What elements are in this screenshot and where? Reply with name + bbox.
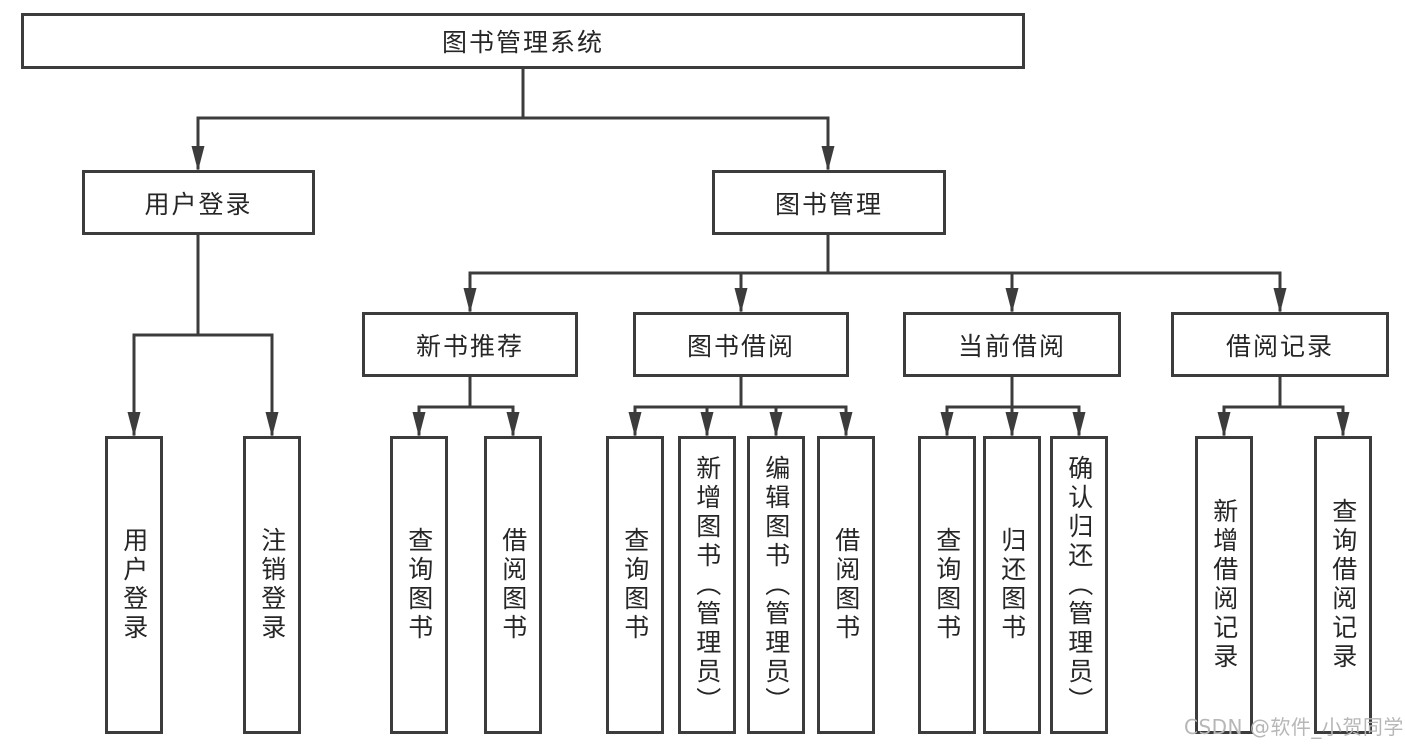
leaf-add-borrow-record-label: 新增借阅记录: [1209, 498, 1239, 672]
leaf-query-books-recommend-label: 查询图书: [404, 527, 434, 643]
leaf-query-books-borrowing-label: 查询图书: [620, 527, 650, 643]
leaf-logout: 注销登录: [243, 436, 301, 734]
node-root-label: 图书管理系统: [441, 28, 604, 57]
leaf-user-login-label: 用户登录: [119, 527, 149, 643]
leaf-add-book-admin: 新增图书（管理员）: [678, 436, 736, 734]
node-user-login: 用户登录: [82, 170, 315, 235]
node-current-borrowing: 当前借阅: [903, 312, 1121, 377]
leaf-borrow-books-recommend: 借阅图书: [484, 436, 542, 734]
watermark: CSDN @软件_小贺同学: [1184, 715, 1404, 739]
leaf-return-books: 归还图书: [983, 436, 1041, 734]
leaf-query-borrow-record: 查询借阅记录: [1314, 436, 1372, 734]
leaf-borrow-books-recommend-label: 借阅图书: [498, 527, 528, 643]
leaf-borrow-books-borrowing-label: 借阅图书: [831, 527, 861, 643]
leaf-confirm-return-admin-label: 确认归还（管理员）: [1064, 454, 1094, 716]
node-borrowing-records: 借阅记录: [1171, 312, 1389, 377]
node-book-management: 图书管理: [712, 170, 946, 235]
node-root: 图书管理系统: [21, 13, 1025, 69]
node-new-book-recommend-label: 新书推荐: [415, 331, 524, 361]
node-book-borrowing-label: 图书借阅: [686, 331, 795, 361]
leaf-query-borrow-record-label: 查询借阅记录: [1328, 498, 1358, 672]
leaf-return-books-label: 归还图书: [997, 527, 1027, 643]
leaf-query-books-current: 查询图书: [918, 436, 976, 734]
leaf-query-books-current-label: 查询图书: [932, 527, 962, 643]
leaf-confirm-return-admin: 确认归还（管理员）: [1050, 436, 1108, 734]
leaf-edit-book-admin-label: 编辑图书（管理员）: [761, 454, 791, 716]
node-current-borrowing-label: 当前借阅: [957, 331, 1066, 361]
leaf-query-books-borrowing: 查询图书: [606, 436, 664, 734]
node-book-management-label: 图书管理: [774, 189, 883, 219]
node-new-book-recommend: 新书推荐: [362, 312, 578, 377]
leaf-user-login: 用户登录: [105, 436, 163, 734]
node-borrowing-records-label: 借阅记录: [1225, 331, 1334, 361]
leaf-add-borrow-record: 新增借阅记录: [1195, 436, 1253, 734]
node-user-login-label: 用户登录: [144, 189, 253, 219]
node-book-borrowing: 图书借阅: [633, 312, 849, 377]
leaf-add-book-admin-label: 新增图书（管理员）: [692, 454, 722, 716]
leaf-edit-book-admin: 编辑图书（管理员）: [747, 436, 805, 734]
arrowheads: [127, 146, 1350, 437]
leaf-logout-label: 注销登录: [257, 527, 287, 643]
leaf-query-books-recommend: 查询图书: [390, 436, 448, 734]
leaf-borrow-books-borrowing: 借阅图书: [817, 436, 875, 734]
